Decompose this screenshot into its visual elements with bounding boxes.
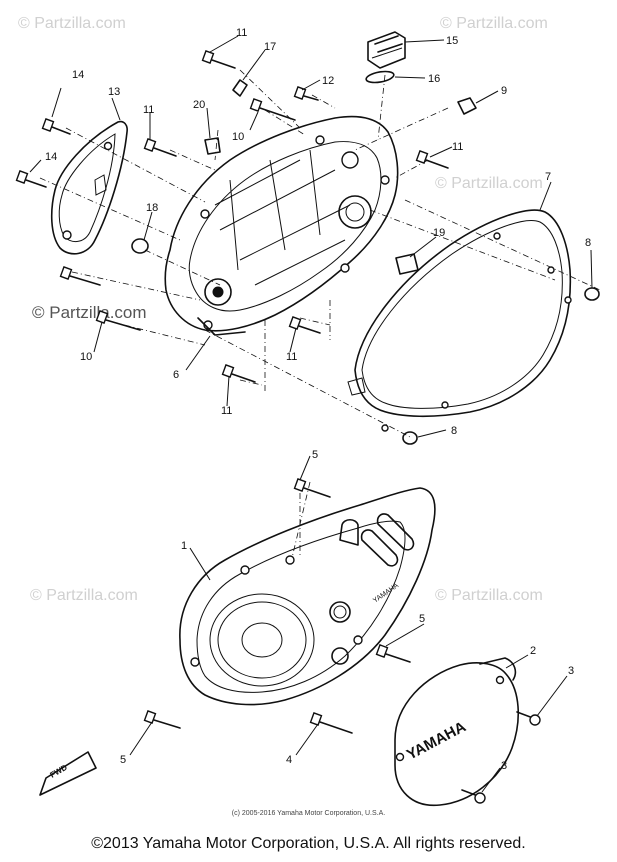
part-18-seal — [131, 238, 149, 254]
watermark-mid-right: © Partzilla.com — [435, 175, 543, 192]
callout-5c: 5 — [120, 754, 126, 766]
part-7-gasket — [347, 209, 572, 432]
callout-4: 4 — [286, 754, 292, 766]
callout-10a: 10 — [232, 131, 244, 143]
part-6-crankcase-cover — [164, 115, 399, 336]
part-8a-dowel — [584, 287, 600, 301]
callout-11b: 11 — [143, 104, 154, 116]
part-16-o-ring — [365, 70, 395, 84]
bolt-14b — [15, 170, 47, 188]
callout-7: 7 — [545, 171, 551, 183]
bolt-11a — [201, 50, 236, 69]
part-1-crankcase-cover: YAMAHA — [179, 487, 436, 706]
callout-9: 9 — [501, 85, 507, 97]
bolts — [15, 50, 541, 804]
callout-8a: 8 — [585, 237, 591, 249]
callout-13: 13 — [108, 86, 120, 98]
callout-15: 15 — [446, 35, 458, 47]
callout-5b: 5 — [419, 613, 425, 625]
callout-5a: 5 — [312, 449, 318, 461]
screw-3b — [461, 789, 486, 804]
callout-11c: 11 — [452, 141, 463, 153]
callout-18: 18 — [146, 202, 158, 214]
callout-16: 16 — [428, 73, 440, 85]
callout-3a: 3 — [568, 665, 574, 677]
callout-19: 19 — [433, 227, 445, 239]
fwd-arrow: FWD — [39, 751, 97, 796]
part-9-damper — [457, 97, 477, 115]
part-8b-dowel — [402, 431, 418, 445]
watermark-lower-right: © Partzilla.com — [435, 587, 543, 604]
bolt-10b — [95, 310, 141, 331]
part-17-clip — [232, 79, 248, 97]
watermark-top-right: © Partzilla.com — [440, 15, 548, 32]
callout-14b: 14 — [45, 151, 57, 163]
small-parts — [131, 31, 600, 445]
bolt-12 — [293, 86, 319, 101]
bolt-11c — [415, 150, 449, 169]
watermarks: © Partzilla.com © Partzilla.com © Partzi… — [18, 15, 548, 604]
yamaha-logo: YAMAHA — [404, 718, 469, 763]
bolt-side-left — [59, 266, 101, 286]
callout-11e: 11 — [221, 405, 232, 417]
watermark-left-bold: © Partzilla.com — [32, 303, 147, 322]
callout-11a: 11 — [236, 27, 247, 39]
callout-12: 12 — [322, 75, 334, 87]
callouts: 14 14 13 11 11 17 20 10 12 15 16 9 11 7 … — [29, 27, 593, 793]
callout-14a: 14 — [72, 69, 84, 81]
bolt-5c — [143, 710, 181, 729]
part-20-plug — [204, 137, 221, 155]
bolt-4 — [309, 712, 353, 734]
bolt-14a — [41, 118, 71, 135]
bolt-5b — [375, 644, 411, 663]
callout-17: 17 — [264, 41, 276, 53]
callout-8b: 8 — [451, 425, 457, 437]
copyright-footer: ©2013 Yamaha Motor Corporation, U.S.A. A… — [91, 835, 526, 852]
bolt-10a — [249, 98, 296, 121]
callout-11d: 11 — [286, 351, 297, 363]
bolt-11d — [288, 316, 321, 334]
part-13-side-cover — [50, 120, 128, 255]
part-2-yamaha-cover: YAMAHA — [394, 657, 520, 807]
bolt-11e — [221, 364, 256, 383]
bolt-11b — [143, 138, 177, 157]
small-copyright-notice: (c) 2005-2016 Yamaha Motor Corporation, … — [231, 810, 386, 817]
callout-6: 6 — [173, 369, 179, 381]
callout-10b: 10 — [80, 351, 92, 363]
screw-3a — [516, 711, 541, 726]
guide-lines — [39, 69, 601, 559]
part-15-filler-cap — [367, 31, 406, 69]
callout-3b: 3 — [501, 760, 507, 772]
watermark-lower-left: © Partzilla.com — [30, 587, 138, 604]
callout-2: 2 — [530, 645, 536, 657]
bolt-5a — [293, 478, 331, 498]
callout-20: 20 — [193, 99, 205, 111]
callout-1: 1 — [181, 540, 187, 552]
part-19-block — [395, 253, 419, 275]
watermark-top-left: © Partzilla.com — [18, 15, 126, 32]
